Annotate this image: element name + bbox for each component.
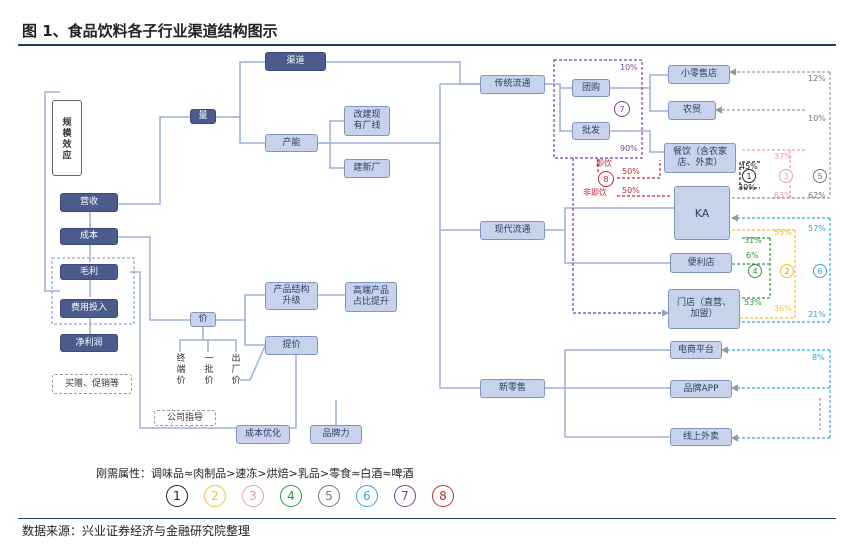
title-rule — [18, 44, 836, 46]
promo-box: 买赠、促销等 — [52, 374, 132, 394]
footer-rule — [18, 518, 836, 519]
legend-marker-2: 2 — [780, 264, 794, 278]
capacity-box: 产能 — [265, 134, 318, 152]
terminal-price-label: 终端价 — [176, 354, 186, 386]
instant-pct-label: 50% — [622, 167, 640, 176]
new-capacity-label: 改建现有厂线 — [353, 110, 381, 131]
convenience-box: 便利店 — [670, 253, 732, 273]
ecommerce-box: 电商平台 — [670, 341, 722, 359]
pct-12-label: 12% — [808, 74, 826, 83]
brand-box: 品牌力 — [310, 425, 362, 444]
legend-circle-5: 5 — [318, 485, 340, 507]
wholesale-box: 批发 — [572, 122, 610, 140]
figure-title: 图 1、食品饮料各子行业渠道结构图示 — [22, 22, 278, 40]
legend-circle-8: 8 — [432, 485, 454, 507]
legend-label: 刚需属性：调味品≈肉制品>速冻>烘焙>乳品>零食≈白酒≈啤酒 — [96, 467, 414, 480]
pct-63-label: 63% — [774, 191, 792, 200]
structure-upgrade-label: 产品结构升级 — [273, 285, 310, 306]
catering-box: 餐饮（含农家店、外卖） — [664, 143, 736, 173]
structure-upgrade-box: 产品结构升级 — [265, 282, 318, 310]
pct-57-label: 57% — [808, 224, 826, 233]
new-retail-box: 新零售 — [480, 379, 545, 398]
pct-37-label: 37% — [774, 152, 792, 161]
channel-box: 渠道 — [265, 52, 326, 71]
new-capacity-box: 改建现有厂线 — [344, 106, 390, 136]
pct-62-label: 62% — [808, 191, 826, 200]
pct-53-label: 53% — [744, 298, 762, 307]
farm-market-box: 农贸 — [668, 101, 716, 120]
online-takeout-box: 线上外卖 — [670, 428, 732, 446]
legend-marker-6: 6 — [813, 264, 827, 278]
ka-box: KA — [674, 186, 730, 240]
legend-marker-8: 8 — [598, 171, 614, 187]
cost-box: 成本 — [60, 228, 118, 245]
expense-box: 费用投入 — [60, 299, 118, 318]
new-plant-box: 建新厂 — [344, 159, 390, 178]
legend-marker-5: 5 — [813, 169, 827, 183]
pct-10-label: 10% — [808, 114, 826, 123]
store-label: 门店（直营、加盟） — [676, 298, 731, 319]
instant-label: 即饮 — [596, 159, 612, 168]
pct-6-label: 6% — [746, 251, 759, 260]
source-note: 数据来源：兴业证券经济与金融研究院整理 — [22, 524, 251, 538]
legend-circle-3: 3 — [242, 485, 264, 507]
revenue-box: 营收 — [60, 193, 118, 212]
premium-box: 高端产品占比提升 — [345, 282, 397, 312]
catering-label: 餐饮（含农家店、外卖） — [672, 147, 727, 168]
legend-circle-6: 6 — [356, 485, 378, 507]
store-box: 门店（直营、加盟） — [668, 289, 740, 329]
pct-bottom-label: 90% — [620, 144, 638, 153]
legend-circle-7: 7 — [394, 485, 416, 507]
factory-price-label: 出厂价 — [231, 354, 241, 386]
wholesale-price-label: 一批价 — [204, 354, 214, 386]
brand-app-box: 品牌APP — [670, 380, 732, 398]
pct-36-label: 36% — [774, 304, 792, 313]
legend-marker-3: 3 — [779, 169, 793, 183]
pct-30-label: 30% — [738, 183, 756, 192]
scale-effect-box — [52, 100, 82, 176]
cost-opt-box: 成本优化 — [236, 425, 290, 444]
modern-box: 现代流通 — [480, 221, 545, 240]
pct-45-label: 45% — [740, 162, 758, 171]
non-instant-pct-label: 50% — [622, 186, 640, 195]
traditional-box: 传统流通 — [480, 75, 545, 94]
pct-21-label: 21% — [808, 310, 826, 319]
non-instant-label: 非即饮 — [583, 188, 607, 197]
pct-top-label: 10% — [620, 63, 638, 72]
premium-label: 高端产品占比提升 — [352, 286, 389, 307]
price-box: 价 — [190, 312, 216, 327]
pct-8-label: 8% — [812, 353, 825, 362]
legend-circle-1: 1 — [166, 485, 188, 507]
volume-box: 量 — [190, 109, 216, 124]
pct-55-label: 55% — [774, 228, 792, 237]
legend-marker-4: 4 — [748, 264, 762, 278]
group-buy-box: 团购 — [572, 79, 610, 97]
small-store-box: 小零售店 — [668, 65, 730, 84]
legend-circle-2: 2 — [204, 485, 226, 507]
price-raise-box: 提价 — [265, 336, 318, 355]
legend-marker-7: 7 — [614, 101, 630, 117]
scale-effect-label: 规模效应 — [62, 118, 72, 161]
pct-31-label: 31% — [744, 236, 762, 245]
legend-circle-4: 4 — [280, 485, 302, 507]
company-guide-box: 公司指导 — [154, 410, 216, 426]
net-profit-box: 净利润 — [60, 334, 118, 352]
gross-profit-box: 毛利 — [60, 264, 118, 280]
legend-marker-1: 1 — [742, 169, 756, 183]
